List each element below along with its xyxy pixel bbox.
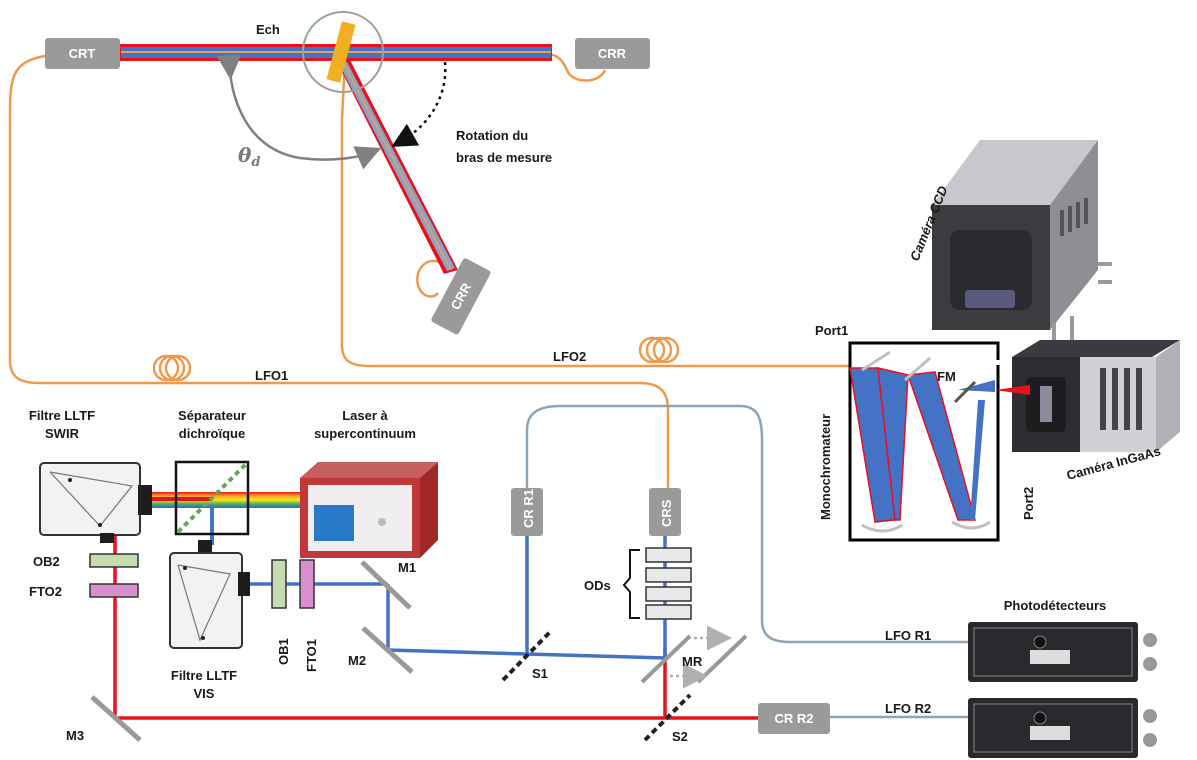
lfo-r2-label: LFO R2 [885,701,931,716]
ob2-label: OB2 [33,554,60,569]
splitter-s1 [501,630,552,682]
port2-label: Port2 [1021,487,1036,520]
beam-measurement-arm [336,60,458,274]
photodetectors-label: Photodétecteurs [1004,598,1107,613]
splitter-label-1: Séparateur [178,408,246,423]
filter-vis-label-2: VIS [194,686,215,701]
photodetector-1 [968,622,1157,682]
ods-label: ODs [584,578,611,593]
filter-lltf-swir [39,462,152,543]
mirror-mr [640,634,692,684]
mirror-m1 [360,560,412,610]
mirror-m2 [361,626,414,674]
rotation-arrow [391,61,447,147]
monochromator [848,341,1030,542]
crs-label: CRS [659,499,674,527]
fiber-lfo-r1 [525,404,972,644]
crt-box [45,38,120,69]
laser-label-2: supercontinuum [314,426,416,441]
rotation-label-2: bras de mesure [456,150,552,165]
m3-label: M3 [66,728,84,743]
ech-label: Ech [256,22,280,37]
cr-r2-label: CR R2 [774,711,813,726]
filter-vis-label-1: Filtre LLTF [171,668,237,683]
fto2 [89,583,139,598]
ob1 [271,559,287,609]
ob1-label: OB1 [276,638,291,665]
filter-swir-label-2: SWIR [45,426,80,441]
mirror-m3 [90,695,142,742]
dichroic-splitter [174,460,250,536]
beam-dichroic [152,492,302,545]
fiber-lfo1 [8,54,670,488]
m1-label: M1 [398,560,416,575]
port1-label: Port1 [815,323,848,338]
s1-label: S1 [532,666,548,681]
crs-box [649,488,681,536]
cr-r2-box [758,703,830,734]
fiber-lfo2 [340,59,850,368]
rotation-label-1: Rotation du [456,128,528,143]
theta-label: θd [238,143,260,170]
crr-top-label: CRR [598,46,627,61]
fiber-crr-arm-loop [416,259,441,298]
camera-ccd [932,140,1112,330]
mr-label: MR [682,654,703,669]
fto1 [299,559,315,609]
lfo2-label: LFO2 [553,349,586,364]
camera-ingaas [1012,316,1180,452]
s2-label: S2 [672,729,688,744]
fiber-crr-top-loop [547,52,607,82]
crt-label: CRT [69,46,96,61]
splitter-label-2: dichroïque [179,426,245,441]
fto1-label: FTO1 [304,639,319,672]
splitter-s2 [643,693,692,742]
cr-r1-box [511,488,543,536]
laser-label-1: Laser à [342,408,388,423]
ob2 [89,553,139,568]
fm-label: FM [937,369,956,384]
monochromator-label: Monochromateur [818,414,833,520]
filter-swir-label-1: Filtre LLTF [29,408,95,423]
theta-arc [216,54,382,170]
density-filters [645,547,692,620]
crr-arm-box [431,258,491,335]
lfo1-label: LFO1 [255,368,288,383]
filter-lltf-vis [169,540,250,649]
crr-top-box [575,38,650,69]
laser-supercontinuum [300,462,438,558]
lfo-r1-label: LFO R1 [885,628,931,643]
m2-label: M2 [348,653,366,668]
photodetector-2 [968,698,1157,758]
ods-brace [622,549,640,619]
fto2-label: FTO2 [29,584,62,599]
mirror-mr-alt [696,634,748,684]
cr-r1-label: CR R1 [521,489,536,528]
